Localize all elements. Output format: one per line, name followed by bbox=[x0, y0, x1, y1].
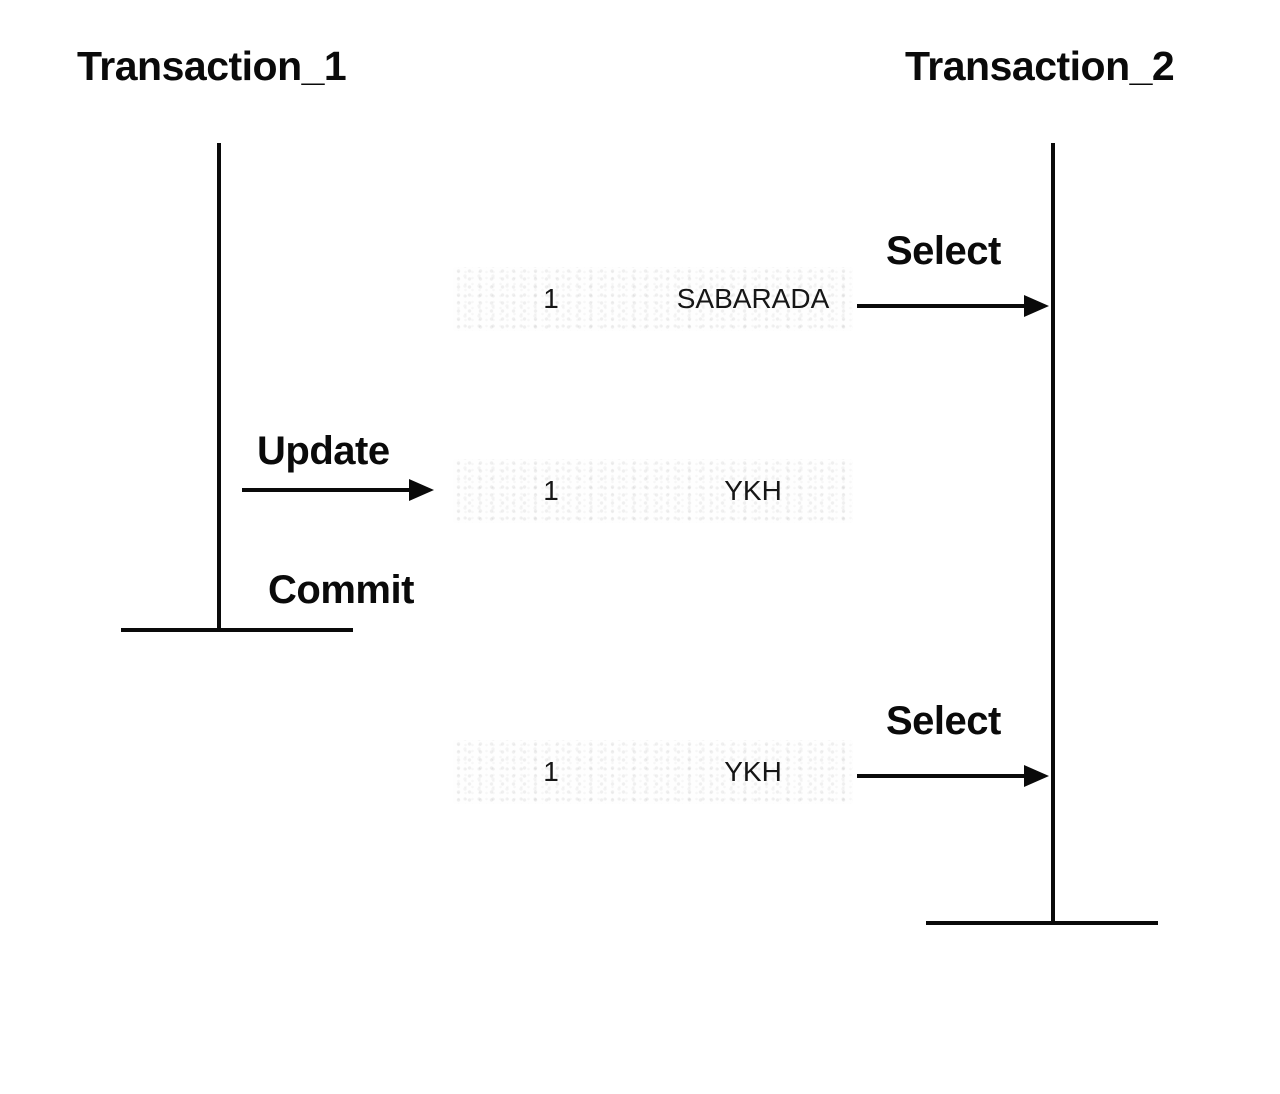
select-1-label: Select bbox=[886, 229, 1001, 273]
update-arrow bbox=[242, 479, 434, 501]
transaction-1-title: Transaction_1 bbox=[77, 43, 347, 89]
arrow-head-icon bbox=[1024, 765, 1049, 787]
arrow-head-icon bbox=[1024, 295, 1049, 317]
update-label: Update bbox=[257, 429, 390, 473]
table-row-snapshot-2: 1 YKH bbox=[453, 459, 853, 523]
transaction-2-lifeline bbox=[1051, 143, 1055, 923]
row-id-cell: 1 bbox=[543, 283, 559, 314]
commit-label: Commit bbox=[268, 568, 414, 612]
arrow-head-icon bbox=[409, 479, 434, 501]
transaction-2-title: Transaction_2 bbox=[905, 43, 1175, 89]
table-row-snapshot-1: 1 SABARADA bbox=[453, 267, 853, 331]
row-id-cell: 1 bbox=[543, 756, 559, 787]
transaction-2-end-bar bbox=[926, 921, 1158, 925]
transaction-1-lifeline bbox=[217, 143, 221, 630]
arrow-shaft bbox=[857, 304, 1024, 308]
table-row-snapshot-3: 1 YKH bbox=[453, 740, 853, 804]
select-2-arrow bbox=[857, 765, 1049, 787]
select-1-arrow bbox=[857, 295, 1049, 317]
select-2-label: Select bbox=[886, 699, 1001, 743]
row-value-cell: YKH bbox=[724, 475, 782, 506]
transaction-1-end-bar bbox=[121, 628, 353, 632]
row-value-cell: YKH bbox=[724, 756, 782, 787]
arrow-shaft bbox=[242, 488, 409, 492]
row-id-cell: 1 bbox=[543, 475, 559, 506]
arrow-shaft bbox=[857, 774, 1024, 778]
row-value-cell: SABARADA bbox=[676, 283, 830, 314]
